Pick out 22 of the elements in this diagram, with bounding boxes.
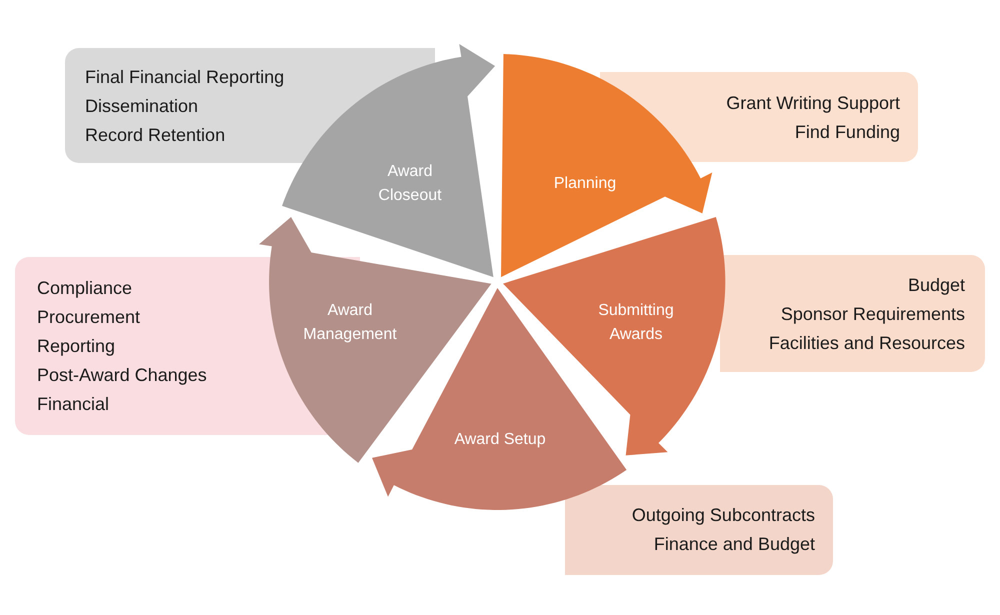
stage-label: Submitting Awards [597,300,675,345]
list-item: Record Retention [85,124,226,147]
list-item: Budget [908,274,965,297]
list-item: Facilities and Resources [768,332,965,355]
list-item: Financial [37,393,110,416]
list-item: Finance and Budget [654,533,815,556]
list-item: Procurement [37,306,140,329]
list-item: Sponsor Requirements [780,303,965,326]
list-item: Reporting [37,335,116,358]
list-item: Find Funding [794,121,900,144]
stage-label: Planning [552,174,618,194]
stage-label: Award Management [302,300,398,345]
list-item: Post-Award Changes [37,364,207,387]
stage-label: Award Setup [453,430,547,450]
callout-box [565,485,833,575]
callout-box [720,255,985,372]
list-item: Compliance [37,277,132,300]
list-item: Grant Writing Support [726,92,900,115]
list-item: Final Financial Reporting [85,66,284,89]
list-item: Outgoing Subcontracts [632,504,815,527]
list-item: Dissemination [85,95,198,118]
stage-label: Award Closeout [377,162,443,206]
